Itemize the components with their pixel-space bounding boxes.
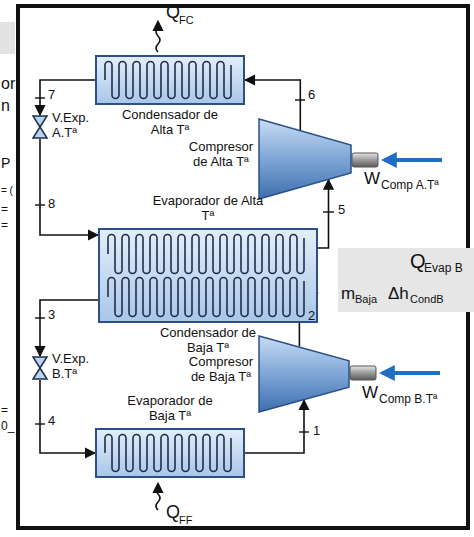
symbol-label: = ( bbox=[1, 186, 13, 196]
symbol-label: = bbox=[1, 404, 8, 416]
component-label: V.Exp. A.Tª bbox=[52, 111, 104, 141]
heat-exchanger-shape bbox=[98, 228, 318, 323]
component-label: V.Exp. B.Tª bbox=[52, 352, 104, 382]
expansion-valve-shape bbox=[32, 115, 48, 139]
component-node: V.Exp. A.Tª bbox=[30, 108, 110, 148]
compressor-shape bbox=[258, 335, 350, 413]
symbol-label: 0_ bbox=[1, 420, 14, 432]
refrigerant-line bbox=[40, 80, 95, 115]
compressor-shape bbox=[258, 118, 352, 200]
symbol-label: Q bbox=[410, 251, 426, 271]
symbol-label: CondB bbox=[410, 294, 444, 305]
symbol-label: Comp A.Tª bbox=[381, 179, 439, 191]
component-node: V.Exp. B.Tª bbox=[30, 349, 110, 389]
component-label: Compresor de Alta Tª bbox=[186, 140, 256, 170]
shaft bbox=[350, 366, 376, 380]
callout-number: 1 bbox=[313, 424, 320, 437]
symbol-label: = bbox=[1, 219, 8, 231]
symbol-label: Δh bbox=[388, 285, 409, 302]
heat-exchanger-shape bbox=[95, 55, 245, 105]
symbol-label: W bbox=[362, 384, 378, 401]
symbol-label: Evap B bbox=[424, 262, 463, 274]
work-arrow bbox=[382, 371, 440, 375]
component-node: Compresor de Alta Tª bbox=[186, 116, 356, 202]
heat-exchanger-shape bbox=[95, 428, 245, 478]
symbol-label: FF bbox=[179, 515, 192, 526]
callout-number: 8 bbox=[48, 197, 55, 210]
work-arrow bbox=[384, 158, 442, 162]
component-label: Evaporador de Baja Tª bbox=[120, 394, 220, 424]
callout-number: 2 bbox=[308, 309, 315, 322]
symbol-label: or bbox=[1, 76, 15, 92]
symbol-label: Q bbox=[166, 503, 180, 521]
symbol-label: n bbox=[1, 98, 10, 114]
callout-number: 5 bbox=[338, 203, 345, 216]
refrigerant-line bbox=[40, 139, 98, 235]
formula-panel bbox=[338, 248, 474, 312]
component-node: Condensador de Alta Tª bbox=[95, 53, 245, 138]
refrigerant-line bbox=[40, 300, 98, 356]
component-label: Condensador de Baja Tª bbox=[148, 326, 268, 356]
heat-arrow bbox=[156, 22, 160, 52]
component-label: Evaporador de Alta Tª bbox=[148, 194, 268, 224]
callout-number: 4 bbox=[48, 414, 55, 427]
fragment-panel bbox=[0, 22, 15, 54]
symbol-label: W bbox=[364, 170, 380, 187]
shaft bbox=[352, 153, 378, 167]
component-node: Evaporador de Baja Tª bbox=[95, 394, 245, 482]
symbol-label: Q bbox=[166, 3, 180, 21]
heat-arrow bbox=[156, 484, 160, 510]
symbol-label: = bbox=[1, 203, 8, 215]
refrigerant-line bbox=[40, 380, 95, 453]
callout-number: 7 bbox=[48, 88, 55, 101]
callout-number: 3 bbox=[48, 308, 55, 321]
callout-number: 6 bbox=[308, 88, 315, 101]
refrigerant-line bbox=[318, 180, 329, 248]
component-node: Evaporador de Alta Tª Condensador de Baja… bbox=[98, 192, 318, 358]
symbol-label: Baja bbox=[355, 294, 377, 305]
symbol-label: Comp B.Tª bbox=[379, 393, 437, 405]
component-label: Compresor de Baja Tª bbox=[186, 355, 256, 385]
symbol-label: FC bbox=[179, 15, 194, 26]
symbol-label: P bbox=[1, 156, 10, 170]
symbol-label: m bbox=[341, 285, 355, 302]
expansion-valve-shape bbox=[32, 356, 48, 380]
component-label: Condensador de Alta Tª bbox=[120, 108, 220, 138]
